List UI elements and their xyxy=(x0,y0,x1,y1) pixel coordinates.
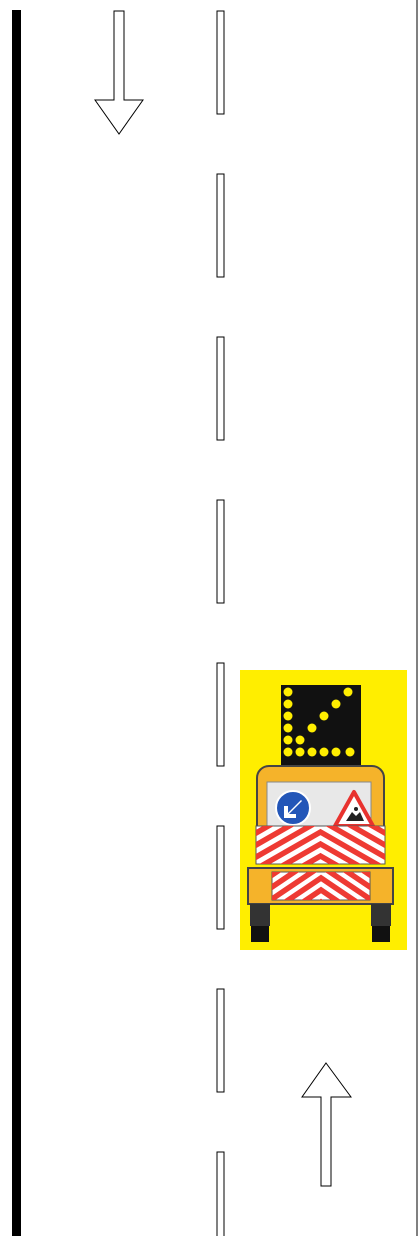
arrow-board-lamp xyxy=(296,736,305,745)
tyre-left-icon xyxy=(250,904,270,926)
keep-left-sign-icon xyxy=(276,791,310,825)
arrow-board-lamp xyxy=(284,688,293,697)
arrow-board-lamp xyxy=(308,724,317,733)
arrow-board-lamp xyxy=(332,700,341,709)
wheel-right-icon xyxy=(372,926,390,942)
roadworks-vehicle xyxy=(216,670,419,1010)
arrow-board-lamp xyxy=(284,700,293,709)
lane-dash xyxy=(217,500,224,603)
arrow-board-lamp xyxy=(346,748,355,757)
arrow-board-lamp xyxy=(332,748,341,757)
left-edge-line xyxy=(12,10,21,1236)
wheel-left-icon xyxy=(251,926,269,942)
lane-dash xyxy=(217,174,224,277)
arrow-board-diagonal-icon xyxy=(281,685,361,765)
arrow-board-lamp xyxy=(320,712,329,721)
arrow-board-lamp xyxy=(320,748,329,757)
center-dashed-line xyxy=(217,11,224,1236)
tyre-right-icon xyxy=(371,904,391,926)
arrow-board-lamp xyxy=(284,748,293,757)
lane-dash xyxy=(217,989,224,1092)
arrow-board-lamp xyxy=(284,712,293,721)
arrow-board-lamp xyxy=(296,748,305,757)
down-arrow-icon xyxy=(95,11,143,134)
lane-dash xyxy=(217,337,224,440)
arrow-board-lamp xyxy=(344,688,353,697)
lane-dash xyxy=(217,663,224,766)
chevron-stripe xyxy=(232,950,410,1010)
arrow-board-lamp xyxy=(284,736,293,745)
lane-dash xyxy=(217,826,224,929)
lane-dash xyxy=(217,11,224,114)
lane-dash xyxy=(217,1152,224,1236)
arrow-board-lamp xyxy=(284,724,293,733)
up-arrow-icon xyxy=(302,1063,351,1186)
arrow-board-lamp xyxy=(308,748,317,757)
